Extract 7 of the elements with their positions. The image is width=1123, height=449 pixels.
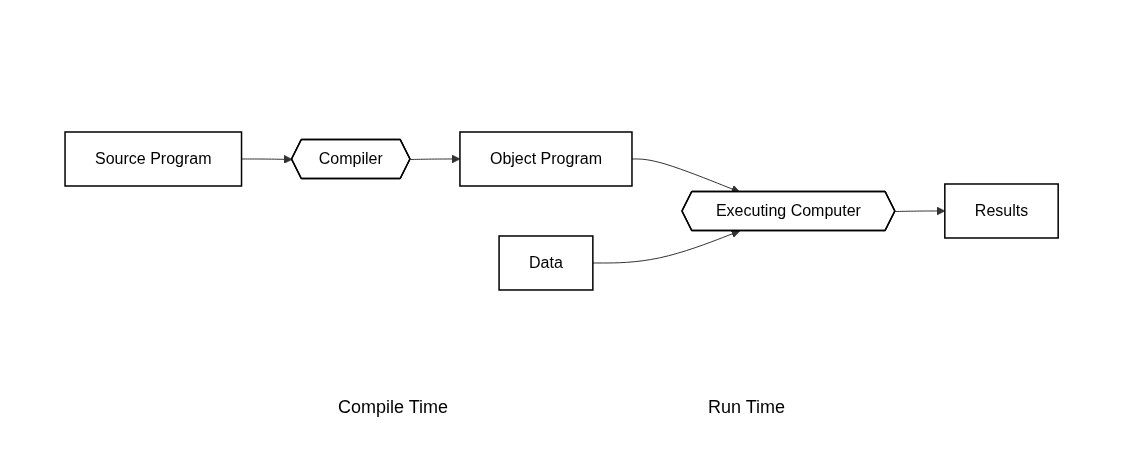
node-box: Source Program — [64, 131, 243, 187]
stage-label: Run Time — [708, 397, 786, 418]
node-box: Results — [943, 183, 1059, 239]
node-box: Object Program — [459, 131, 633, 187]
stage-label: Compile Time — [337, 397, 448, 418]
node-box: Data — [498, 235, 594, 291]
arrow — [592, 229, 740, 264]
